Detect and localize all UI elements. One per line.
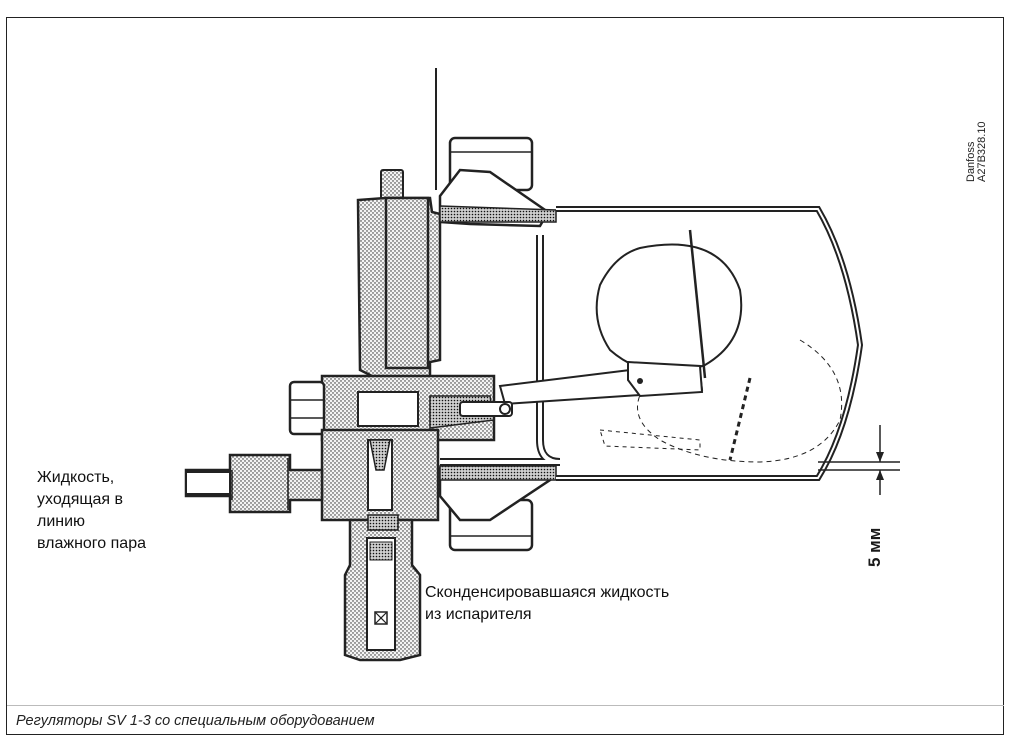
float-ball [595, 243, 743, 374]
float-ball-dashed [637, 339, 843, 463]
body-column [384, 196, 430, 370]
drawing-code: Danfoss A27B328.10 [965, 121, 988, 182]
figure-frame [6, 17, 1004, 735]
caption-divider [7, 705, 1004, 706]
upper-bracket [380, 169, 404, 201]
gap-dimension-label: 5 мм [865, 527, 884, 567]
figure-caption: Регуляторы SV 1-3 со специальным оборудо… [16, 713, 375, 729]
lower-seal [439, 465, 557, 481]
code-id: A27B328.10 [976, 121, 988, 182]
float-stem [688, 229, 707, 379]
outlet-liquid-label: Жидкость, уходящая в линию влажного пара [37, 469, 146, 552]
side-plug [288, 380, 326, 436]
upper-seal [439, 205, 557, 223]
condensed-liquid-label: Сконденсировавшаяся жидкость из испарите… [425, 584, 670, 623]
